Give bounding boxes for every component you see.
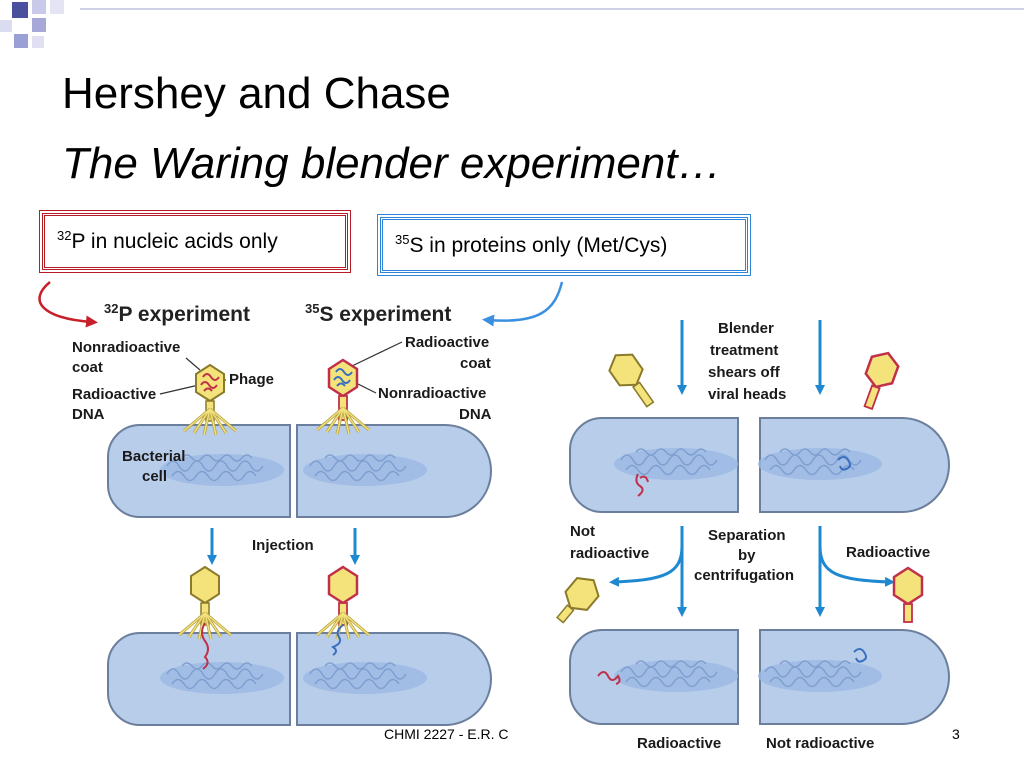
page-number: 3 [952, 726, 960, 742]
phage-p32-top [182, 364, 238, 437]
p32-callout-mass: 32 [57, 228, 72, 243]
separation-label-3: centrifugation [694, 567, 794, 584]
coat-p32-separated [556, 570, 606, 624]
s35-callout-text: S in proteins only (Met/Cys) [409, 234, 668, 257]
slide-footer: CHMI 2227 - E.R. C [384, 726, 509, 742]
corner-decoration [0, 0, 80, 60]
separation-label-1: Separation [708, 527, 786, 544]
radio-coat-label-2: coat [460, 355, 491, 372]
injection-label: Injection [252, 537, 314, 554]
sheared-phage-p32-top [603, 346, 655, 408]
not-radioactive-label-1: Not [570, 523, 595, 540]
nonradio-coat-label-2: coat [72, 359, 103, 376]
s35-callout: 35S in proteins only (Met/Cys) [377, 214, 751, 276]
bacterial-cell-s35-final [757, 629, 950, 725]
bottom-radioactive-label: Radioactive [637, 735, 721, 752]
phage-s35-injected [315, 565, 371, 656]
s35-callout-mass: 35 [395, 232, 410, 247]
s35-experiment-header: 35S experiment [305, 301, 451, 326]
bacterial-cell-s35-top [296, 424, 492, 518]
bottom-not-radioactive-label: Not radioactive [766, 735, 874, 752]
coat-s35-separated [892, 566, 924, 623]
nonradio-dna-label-2: DNA [459, 406, 492, 423]
not-radioactive-label-2: radioactive [570, 545, 649, 562]
radio-coat-label-1: Radioactive [405, 334, 489, 351]
separation-label-2: by [738, 547, 756, 564]
bacterial-cell-p32-top [107, 424, 291, 518]
bacterial-cell-label-1: Bacterial [122, 448, 185, 465]
slide-subtitle: The Waring blender experiment… [62, 139, 722, 188]
phage-p32-injected [177, 566, 233, 670]
bacterial-cell-p32-final [569, 629, 739, 725]
top-rule [80, 8, 1024, 10]
nonradio-coat-label-1: Nonradioactive [72, 339, 180, 356]
sheared-phage-s35-top [863, 351, 900, 411]
p32-pointer-arrow [38, 281, 98, 328]
radioactive-label: Radioactive [846, 544, 930, 561]
radio-dna-label-2: DNA [72, 406, 105, 423]
radio-dna-label-1: Radioactive [72, 386, 156, 403]
nonradio-dna-label-1: Nonradioactive [378, 385, 486, 402]
bacterial-cell-s35-bottom [296, 632, 492, 726]
p32-callout: 32P in nucleic acids only [39, 210, 351, 273]
slide-title: Hershey and Chase [62, 69, 451, 118]
bacterial-cell-label-2: cell [142, 468, 167, 485]
blender-label-1: Blender [718, 320, 774, 337]
blender-label-3: shears off [708, 364, 781, 381]
phage-s35-top [315, 358, 371, 436]
blender-label-4: viral heads [708, 386, 786, 403]
phage-label: Phage [229, 371, 274, 388]
bacterial-cell-p32-blended [569, 417, 739, 513]
s35-pointer-arrow [482, 281, 564, 327]
p32-callout-text: P in nucleic acids only [71, 230, 278, 253]
p32-experiment-header: 32P experiment [104, 301, 250, 326]
bacterial-cell-s35-blended [757, 417, 950, 513]
bacterial-cell-p32-bottom [107, 632, 291, 726]
blender-label-2: treatment [710, 342, 778, 359]
